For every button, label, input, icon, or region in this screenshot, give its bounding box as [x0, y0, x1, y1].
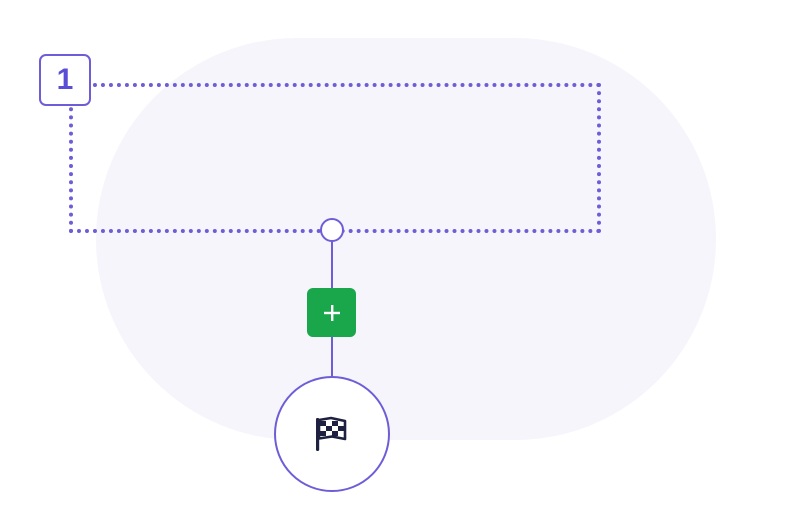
step-number: 1	[56, 63, 74, 96]
step-number-badge: 1	[39, 54, 91, 106]
step-container[interactable]	[69, 83, 601, 233]
add-step-button[interactable]	[307, 288, 356, 337]
end-node[interactable]	[274, 376, 390, 492]
background-blob	[96, 38, 716, 440]
connector-line-bottom	[331, 337, 333, 377]
checkered-flag-icon	[316, 416, 347, 451]
plus-icon	[323, 304, 340, 321]
connection-anchor[interactable]	[320, 218, 344, 242]
connector-line-top	[331, 240, 333, 288]
